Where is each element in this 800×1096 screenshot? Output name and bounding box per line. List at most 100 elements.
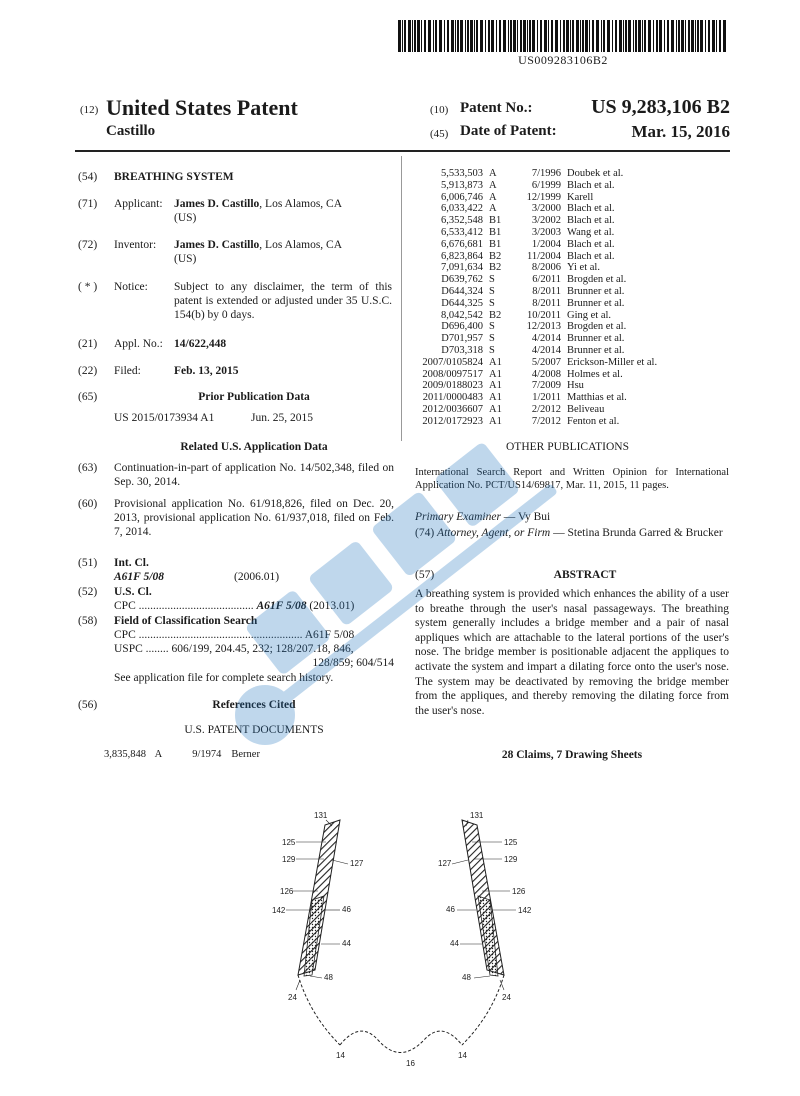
int-cl-year: (2006.01) [234, 571, 280, 583]
barcode-bar [460, 20, 463, 52]
label-125-right: 125 [504, 838, 518, 847]
barcode-bar [653, 20, 654, 52]
column-divider [401, 156, 402, 441]
barcode-bar [404, 20, 406, 52]
barcode-bar [635, 20, 637, 52]
barcode-bar [499, 20, 501, 52]
barcode-bar [667, 20, 669, 52]
ref-date: 8/2011 [532, 297, 561, 309]
patent-date: Mar. 15, 2016 [631, 122, 730, 141]
ref-name: Ging et al. [567, 309, 612, 321]
attorney-sep: — [550, 527, 568, 539]
field-search-uspc-line: USPC ........ 606/199, 204.45, 232; 128/… [114, 642, 394, 656]
barcode-bar [592, 20, 594, 52]
us-cl-cpc-label: CPC [114, 600, 136, 612]
examiner-sep: — [500, 511, 518, 523]
us-cl-label: U.S. Cl. [114, 586, 152, 598]
code-65: (65) [78, 391, 98, 403]
examiner-name: Vy Bui [517, 511, 551, 523]
ref-date: 12/1999 [526, 191, 561, 203]
ref-number: 6,006,746 [441, 191, 483, 203]
barcode [398, 20, 726, 52]
ref-number: D644,325 [441, 297, 483, 309]
barcode-bar [421, 20, 422, 52]
ref-kind: A1 [489, 403, 502, 415]
barcode-bar [719, 20, 721, 52]
barcode-bar [480, 20, 483, 52]
barcode-bar [638, 20, 641, 52]
first-ref-num: 3,835,848 [104, 749, 146, 760]
code-54: (54) [78, 171, 98, 183]
barcode-bar [691, 20, 694, 52]
code-52: (52) [78, 586, 98, 598]
barcode-bar [402, 20, 403, 52]
other-pubs-text: International Search Report and Written … [415, 467, 729, 491]
field-search-label: Field of Classification Search [114, 615, 258, 627]
right-nostril-section [461, 819, 505, 1046]
ref-date: 7/1996 [531, 168, 561, 179]
attorney-name: Stetina Brunda Garred & Brucker [567, 527, 723, 539]
barcode-bar [520, 20, 522, 52]
barcode-bar [678, 20, 680, 52]
barcode-bar [398, 20, 401, 52]
barcode-bar [697, 20, 699, 52]
ref-kind: B2 [489, 262, 502, 274]
barcode-bar [451, 20, 454, 52]
related-data-heading: Related U.S. Application Data [180, 441, 328, 453]
ref-name: Brogden et al. [567, 274, 627, 286]
field-search-cpc-line: CPC ....................................… [114, 628, 394, 642]
barcode-bar [503, 20, 506, 52]
ref-date: 6/1999 [531, 179, 561, 191]
field-search-note: See application file for complete search… [114, 672, 334, 684]
ref-date: 5/2007 [531, 356, 561, 368]
ref-name: Beliveau [567, 403, 605, 415]
ref-date: 7/2012 [531, 415, 561, 427]
ref-kind: S [489, 285, 495, 297]
barcode-bar [465, 20, 466, 52]
ref-number: 5,533,503 [441, 168, 483, 179]
ref-date: 6/2011 [532, 274, 561, 286]
attorney-line: (74) Attorney, Agent, or Firm — Stetina … [415, 526, 729, 540]
ref-date: 8/2011 [532, 285, 561, 297]
barcode-bar [424, 20, 426, 52]
examiner-line: Primary Examiner — Vy Bui [415, 510, 550, 524]
us-cl-cpc-dots: ........................................ [138, 600, 254, 612]
applicant-value: James D. Castillo, Los Alamos, CA(US) [174, 197, 394, 225]
barcode-bar [532, 20, 535, 52]
ref-name: Brunner et al. [567, 333, 625, 345]
ref-date: 7/2009 [531, 380, 561, 392]
barcode-bar [642, 20, 643, 52]
barcode-bar [551, 20, 553, 52]
code-58: (58) [78, 615, 98, 627]
ref-kind: S [489, 321, 495, 333]
ref-name: Hsu [567, 380, 584, 392]
applicant-place: , Los Alamos, CA [259, 198, 343, 210]
label-48-right: 48 [462, 973, 471, 982]
barcode-bar [648, 20, 651, 52]
label-127-right: 127 [438, 859, 452, 868]
barcode-bar [566, 20, 569, 52]
ref-date: 11/2004 [526, 250, 561, 262]
ref-name: Fenton et al. [567, 415, 620, 427]
ref-kind: B1 [489, 226, 502, 238]
nose-base-outline [339, 1030, 463, 1053]
barcode-bar [540, 20, 542, 52]
ref-date: 3/2002 [531, 215, 561, 227]
barcode-bar [563, 20, 565, 52]
code-63: (63) [78, 462, 98, 474]
barcode-bar [695, 20, 696, 52]
code-notice: ( * ) [78, 281, 98, 293]
barcode-bar [523, 20, 526, 52]
applicant-country: (US) [174, 212, 197, 224]
inventor-country: (US) [174, 253, 197, 265]
other-pubs-heading: OTHER PUBLICATIONS [506, 441, 629, 453]
barcode-bar [485, 20, 486, 52]
